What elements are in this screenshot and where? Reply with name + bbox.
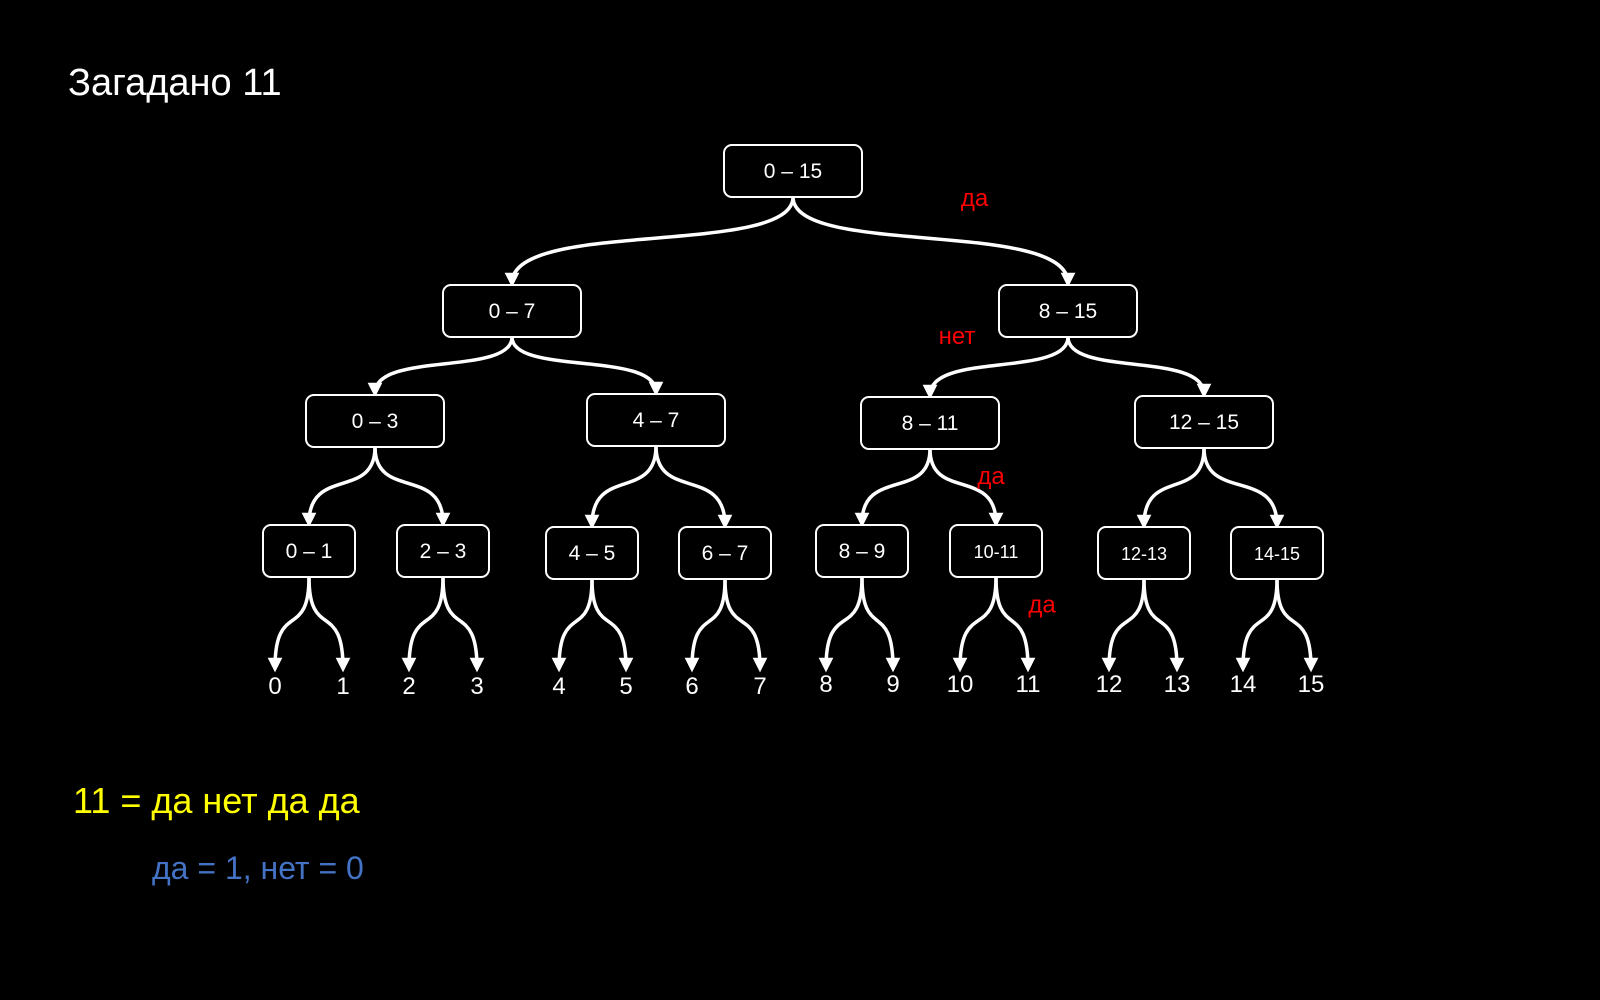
tree-node-box (262, 524, 356, 578)
answer-label-4: да (1028, 592, 1056, 619)
leaf-value-2: 2 (402, 673, 415, 700)
leaf-value-5: 5 (619, 673, 632, 700)
tree-node-8-15: 8 – 15 (998, 284, 1138, 338)
tree-node-label: 0 – 15 (764, 160, 822, 183)
leaf-value-12: 12 (1096, 671, 1123, 698)
tree-node-label: 4 – 5 (569, 542, 616, 565)
tree-node-12-15: 12 – 15 (1134, 395, 1274, 449)
tree-node-10-11: 10-11 (949, 524, 1043, 578)
leaf-value-7: 7 (753, 673, 766, 700)
tree-edge-12-13-to-12 (1101, 578, 1146, 673)
answer-label-2: нет (939, 323, 976, 350)
tree-edge-10-11-to-11 (994, 576, 1036, 673)
leaf-value-13: 13 (1164, 671, 1191, 698)
tree-node-box (1230, 526, 1324, 580)
tree-edge-14-15-to-14 (1235, 578, 1279, 673)
tree-edge-8-9-to-9 (860, 576, 901, 673)
leaf-value-3: 3 (470, 673, 483, 700)
tree-node-box (442, 284, 582, 338)
tree-node-box (678, 526, 772, 580)
leaf-value-4: 4 (552, 673, 565, 700)
tree-node-box (723, 144, 863, 198)
tree-edge-0-3-to-0-1 (301, 446, 377, 528)
tree-node-label: 0 – 7 (489, 300, 536, 323)
tree-edge-4-7-to-4-5 (584, 445, 658, 530)
tree-node-14-15: 14-15 (1230, 526, 1324, 580)
tree-edge-8-15-to-12-15 (1066, 336, 1212, 399)
tree-node-0-7: 0 – 7 (442, 284, 582, 338)
tree-edge-12-15-to-12-13 (1136, 447, 1206, 530)
tree-node-label: 2 – 3 (420, 540, 467, 563)
tree-node-label: 12-13 (1121, 544, 1167, 564)
leaf-value-14: 14 (1230, 671, 1257, 698)
leaf-value-11: 11 (1016, 671, 1041, 698)
tree-node-box (1134, 395, 1274, 449)
tree-edge-0-15-to-0-7 (504, 196, 795, 288)
tree-node-box (1097, 526, 1191, 580)
tree-edge-8-11-to-8-9 (854, 448, 932, 528)
tree-edge-6-7-to-7 (723, 578, 768, 673)
tree-node-4-5: 4 – 5 (545, 526, 639, 580)
page-title: Загадано 11 (68, 62, 282, 104)
tree-node-label: 0 – 3 (352, 410, 399, 433)
tree-node-0-3: 0 – 3 (305, 394, 445, 448)
answer-label-1: да (961, 185, 989, 212)
tree-node-box (815, 524, 909, 578)
tree-edge-8-11-to-10-11 (928, 448, 1004, 528)
tree-node-4-7: 4 – 7 (586, 393, 726, 447)
tree-edge-12-15-to-14-15 (1202, 447, 1285, 530)
tree-node-box (396, 524, 490, 578)
tree-edge-2-3-to-2 (401, 576, 445, 673)
tree-edge-10-11-to-10 (952, 576, 998, 673)
tree-node-8-9: 8 – 9 (815, 524, 909, 578)
leaf-value-1: 1 (336, 673, 349, 700)
tree-node-0-1: 0 – 1 (262, 524, 356, 578)
tree-node-6-7: 6 – 7 (678, 526, 772, 580)
tree-edge-0-3-to-2-3 (373, 446, 451, 528)
tree-node-8-11: 8 – 11 (860, 396, 1000, 450)
tree-edge-0-15-to-8-15 (791, 196, 1076, 288)
leaf-value-0: 0 (268, 673, 281, 700)
tree-node-0-15: 0 – 15 (723, 144, 863, 198)
tree-edge-0-1-to-0 (267, 576, 311, 673)
tree-node-label: 4 – 7 (633, 409, 680, 432)
tree-edge-6-7-to-6 (684, 578, 727, 673)
tree-edge-8-9-to-8 (818, 576, 864, 673)
tree-edge-8-15-to-8-11 (922, 336, 1070, 400)
tree-edge-4-5-to-5 (590, 578, 634, 673)
tree-node-box (545, 526, 639, 580)
leaf-value-8: 8 (819, 671, 832, 698)
tree-node-label: 14-15 (1254, 544, 1300, 564)
tree-node-label: 8 – 11 (902, 412, 959, 435)
answer-encoding: 11 = да нет да да (73, 780, 360, 821)
tree-edge-12-13-to-13 (1142, 578, 1185, 673)
tree-node-box (998, 284, 1138, 338)
tree-node-box (305, 394, 445, 448)
tree-node-12-13: 12-13 (1097, 526, 1191, 580)
tree-node-label: 8 – 9 (839, 540, 886, 563)
tree-node-box (949, 524, 1043, 578)
tree-edge-0-7-to-0-3 (367, 336, 514, 398)
tree-node-label: 12 – 15 (1169, 411, 1239, 434)
tree-node-label: 0 – 1 (286, 540, 333, 563)
tree-node-label: 6 – 7 (702, 542, 749, 565)
tree-edge-4-5-to-4 (551, 578, 594, 673)
tree-node-label: 8 – 15 (1039, 300, 1097, 323)
tree-edge-0-1-to-1 (307, 576, 351, 673)
tree-edge-0-7-to-4-7 (510, 336, 664, 397)
leaf-value-9: 9 (886, 671, 899, 698)
tree-node-box (586, 393, 726, 447)
answer-legend: да = 1, нет = 0 (152, 850, 364, 886)
leaf-value-10: 10 (947, 671, 974, 698)
leaf-value-15: 15 (1298, 671, 1325, 698)
tree-edge-2-3-to-3 (441, 576, 485, 673)
leaf-value-6: 6 (685, 673, 698, 700)
tree-node-box (860, 396, 1000, 450)
answer-label-3: да (977, 463, 1005, 490)
tree-node-label: 10-11 (974, 542, 1019, 562)
tree-node-2-3: 2 – 3 (396, 524, 490, 578)
tree-edge-4-7-to-6-7 (654, 445, 733, 530)
tree-edge-14-15-to-15 (1275, 578, 1319, 673)
